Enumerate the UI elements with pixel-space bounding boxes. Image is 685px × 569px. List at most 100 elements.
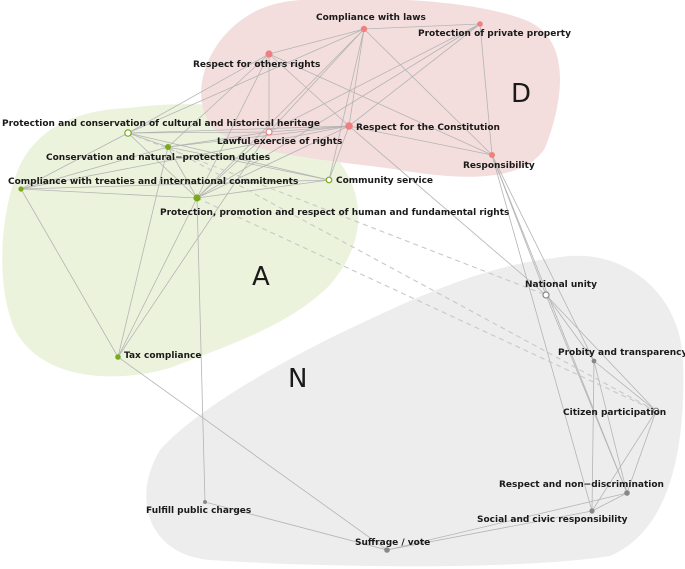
- edge-laws-community: [328, 28, 365, 181]
- edge-probity-participation: [593, 360, 657, 412]
- edge-lawful-heritage: [127, 131, 270, 134]
- dashed-edge-heritage-unity: [127, 132, 547, 296]
- node-property: [477, 21, 483, 27]
- edge-tax-suffrage: [117, 356, 388, 551]
- edge-lawful-conservation: [167, 131, 270, 148]
- edge-charges-suffrage: [204, 501, 388, 551]
- node-label-others: Respect for others rights: [193, 60, 320, 70]
- edge-others-human: [196, 53, 270, 199]
- edge-conservation-human: [167, 146, 198, 199]
- edge-heritage-treaties: [20, 132, 129, 190]
- edge-probity-social: [591, 360, 595, 512]
- node-lawful: [265, 128, 273, 136]
- edge-participation-social: [591, 410, 657, 512]
- node-label-probity: Probity and transparency: [558, 348, 685, 358]
- edge-treaties-tax: [20, 188, 119, 358]
- edge-participation-nondiscrim: [626, 410, 657, 494]
- node-treaties: [18, 186, 24, 192]
- node-nondiscrim: [624, 490, 630, 496]
- cluster-hull-A: [2, 104, 359, 377]
- edge-probity-nondiscrim: [593, 360, 628, 494]
- node-human: [193, 194, 201, 202]
- edge-social-suffrage: [386, 510, 593, 551]
- node-label-laws: Compliance with laws: [316, 13, 426, 23]
- edge-laws-lawful: [268, 28, 365, 133]
- node-label-unity: National unity: [525, 280, 597, 290]
- node-others: [265, 50, 273, 58]
- edge-others-heritage: [127, 53, 270, 134]
- edge-lawful-tax: [117, 131, 270, 358]
- edge-property-lawful: [268, 23, 481, 133]
- edge-constitution-unity: [348, 125, 547, 296]
- cluster-hull-N: [146, 255, 684, 567]
- node-label-responsibility: Responsibility: [463, 161, 535, 171]
- edge-nondiscrim-social: [591, 492, 628, 512]
- edge-constitution-human: [196, 125, 350, 199]
- cluster-label-D: D: [511, 79, 531, 109]
- edge-laws-property: [363, 23, 481, 30]
- edge-conservation-treaties: [20, 146, 169, 190]
- edge-heritage-human: [127, 132, 198, 199]
- edge-property-constitution: [348, 23, 481, 127]
- edge-laws-responsibility: [363, 28, 493, 156]
- edge-conservation-tax: [117, 146, 169, 358]
- node-community: [325, 176, 333, 184]
- edge-unity-probity: [545, 294, 595, 362]
- node-label-nondiscrim: Respect and non−discrimination: [499, 480, 664, 490]
- node-participation: [652, 407, 660, 415]
- node-label-lawful: Lawful exercise of rights: [217, 137, 342, 147]
- edge-human-community: [196, 179, 330, 199]
- node-constitution: [345, 122, 353, 130]
- node-label-constitution: Respect for the Constitution: [356, 123, 500, 133]
- node-label-heritage: Protection and conservation of cultural …: [2, 119, 320, 129]
- node-unity: [542, 291, 550, 299]
- edge-others-responsibility: [268, 53, 493, 156]
- node-heritage: [124, 129, 132, 137]
- cluster-label-layer: D A N: [252, 79, 531, 394]
- edge-laws-constitution: [348, 28, 365, 127]
- cluster-label-N: N: [288, 364, 307, 394]
- edge-responsibility-probity: [491, 154, 595, 362]
- edge-constitution-heritage: [127, 125, 350, 134]
- edge-laws-human: [196, 28, 365, 199]
- edge-treaties-community: [20, 179, 330, 190]
- node-label-participation: Citizen participation: [563, 408, 666, 418]
- edge-laws-heritage: [127, 28, 365, 134]
- node-label-treaties: Compliance with treaties and internation…: [8, 177, 298, 187]
- dashed-edge-human-participation: [196, 197, 657, 412]
- edge-constitution-conservation: [167, 125, 350, 148]
- edge-human-charges: [196, 197, 206, 503]
- node-laws: [360, 25, 368, 33]
- edge-constitution-treaties: [20, 125, 350, 190]
- node-label-social: Social and civic responsibility: [477, 515, 628, 525]
- edge-layer: [20, 23, 657, 551]
- edge-conservation-community: [167, 146, 330, 181]
- edge-constitution-community: [328, 125, 350, 181]
- edge-unity-participation: [545, 294, 657, 412]
- node-responsibility: [489, 152, 495, 158]
- edge-treaties-human: [20, 188, 198, 199]
- edge-constitution-responsibility: [348, 125, 493, 156]
- edge-human-tax: [117, 197, 198, 358]
- node-label-tax: Tax compliance: [124, 351, 201, 361]
- node-label-conservation: Conservation and natural−protection duti…: [46, 153, 270, 163]
- edge-constitution-lawful: [268, 125, 350, 133]
- node-label-property: Protection of private property: [418, 29, 571, 39]
- node-layer: [18, 21, 660, 553]
- edge-responsibility-nondiscrim: [491, 154, 628, 494]
- edge-unity-nondiscrim: [545, 294, 628, 494]
- node-tax: [115, 354, 121, 360]
- node-suffrage: [384, 547, 390, 553]
- node-label-charges: Fulfill public charges: [146, 506, 251, 516]
- node-charges: [203, 500, 207, 504]
- node-label-human: Protection, promotion and respect of hum…: [160, 208, 509, 218]
- dashed-edge-conservation-participation: [167, 146, 657, 412]
- edge-lawful-human: [196, 131, 270, 199]
- node-label-community: Community service: [336, 176, 433, 186]
- edge-property-responsibility: [479, 23, 493, 156]
- edge-others-constitution: [268, 53, 350, 127]
- edge-others-laws: [268, 28, 365, 55]
- node-conservation: [165, 144, 171, 150]
